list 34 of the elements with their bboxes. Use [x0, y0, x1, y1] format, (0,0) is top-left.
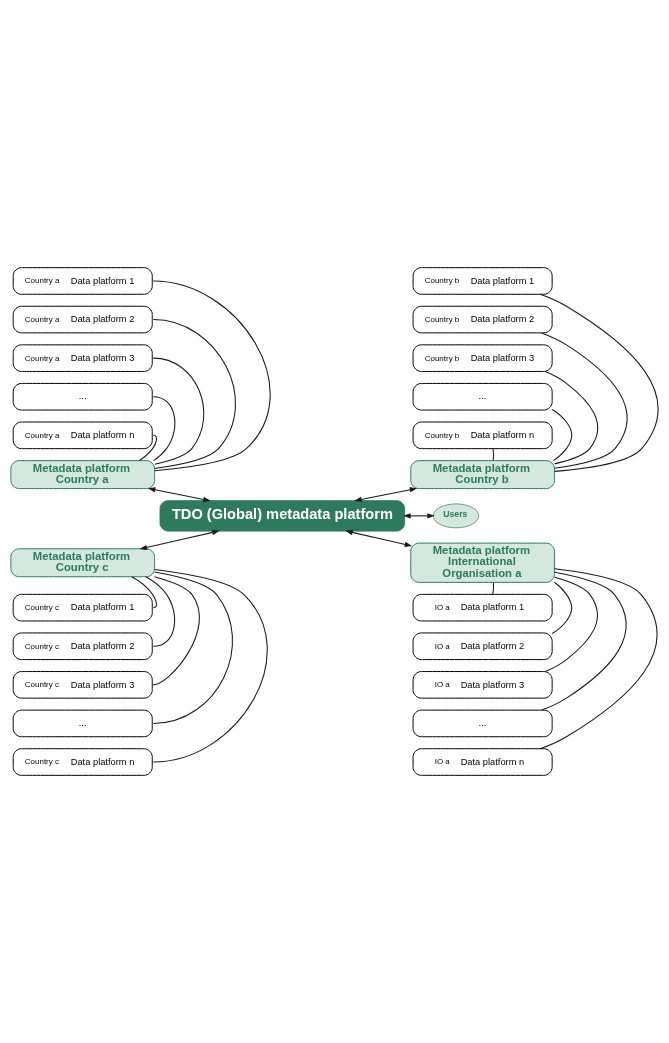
connector — [492, 448, 495, 462]
connector — [152, 357, 205, 465]
arrow — [354, 487, 418, 502]
connector — [152, 319, 236, 469]
connector — [145, 576, 176, 647]
connector — [152, 396, 176, 462]
node-box: ... — [412, 382, 553, 411]
connector — [152, 576, 200, 686]
connector — [131, 576, 158, 609]
node-ellipse: Users — [432, 503, 480, 529]
connector — [539, 568, 658, 750]
connector — [139, 434, 158, 461]
node-box: Metadata platform Country b — [410, 460, 555, 490]
node-box: ... — [12, 709, 153, 738]
connector — [492, 581, 495, 595]
node-box: ... — [12, 382, 153, 411]
connector — [541, 332, 628, 469]
arrow — [147, 487, 211, 502]
node-box: ... — [412, 709, 553, 738]
connector — [551, 408, 573, 462]
arrow — [345, 529, 413, 547]
arrow — [139, 529, 220, 550]
connector — [541, 571, 627, 711]
connector — [152, 571, 233, 724]
node-box: Metadata platform Country c — [10, 548, 156, 578]
connector — [544, 371, 599, 465]
connector — [152, 280, 271, 472]
node-box: TDO (Global) metadata platform — [159, 500, 406, 532]
connector — [152, 569, 268, 763]
connector — [539, 293, 659, 472]
connector — [544, 576, 598, 672]
connector — [551, 581, 573, 635]
node-box: Metadata platform Country a — [10, 460, 156, 490]
node-box: Metadata platform International Organisation a — [410, 542, 555, 583]
